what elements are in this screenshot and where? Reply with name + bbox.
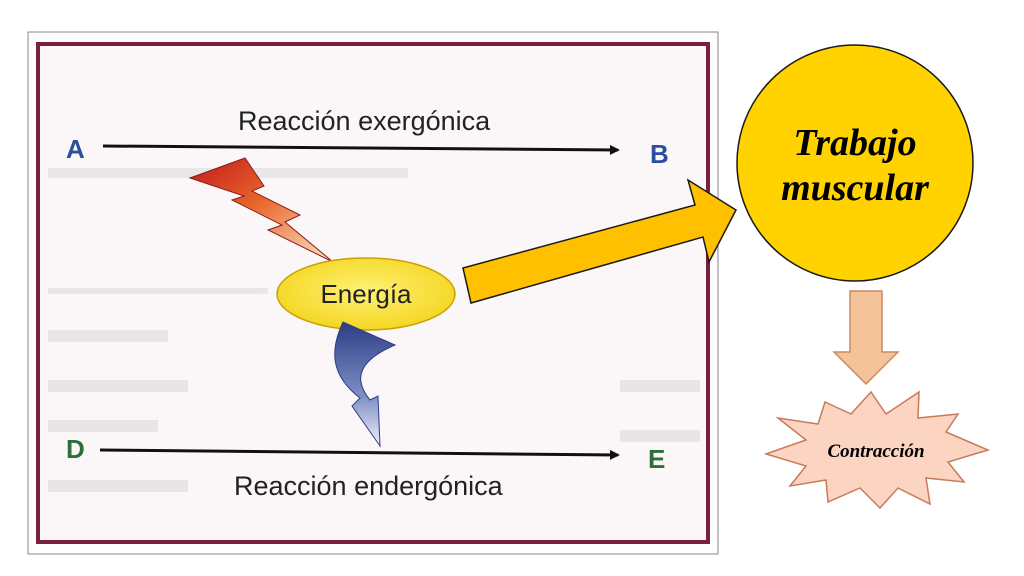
label-d: D	[66, 434, 85, 464]
lightning-bolt-icon	[188, 157, 334, 263]
label-a: A	[66, 134, 85, 164]
work-arrow	[462, 178, 737, 304]
contraction-star	[763, 390, 991, 510]
contraction-label: Contracción	[827, 441, 924, 462]
exergonic-label: Reacción exergónica	[238, 106, 491, 136]
work-line-2: muscular	[781, 167, 930, 209]
endergonic-arrow	[99, 448, 620, 460]
energy-oval	[276, 257, 456, 331]
energy-label: Energía	[320, 279, 412, 309]
down-arrow	[832, 290, 900, 386]
endergonic-label: Reacción endergónica	[234, 471, 504, 501]
label-e: E	[648, 444, 665, 474]
work-line-1: Trabajo	[793, 122, 916, 164]
curved-arrow-icon	[334, 321, 397, 448]
textbook-panel: A B Reacción exergónica Energía D E Reac…	[27, 31, 719, 555]
muscle-work-circle	[736, 44, 974, 282]
label-b: B	[650, 139, 669, 169]
exergonic-arrow	[102, 144, 620, 155]
